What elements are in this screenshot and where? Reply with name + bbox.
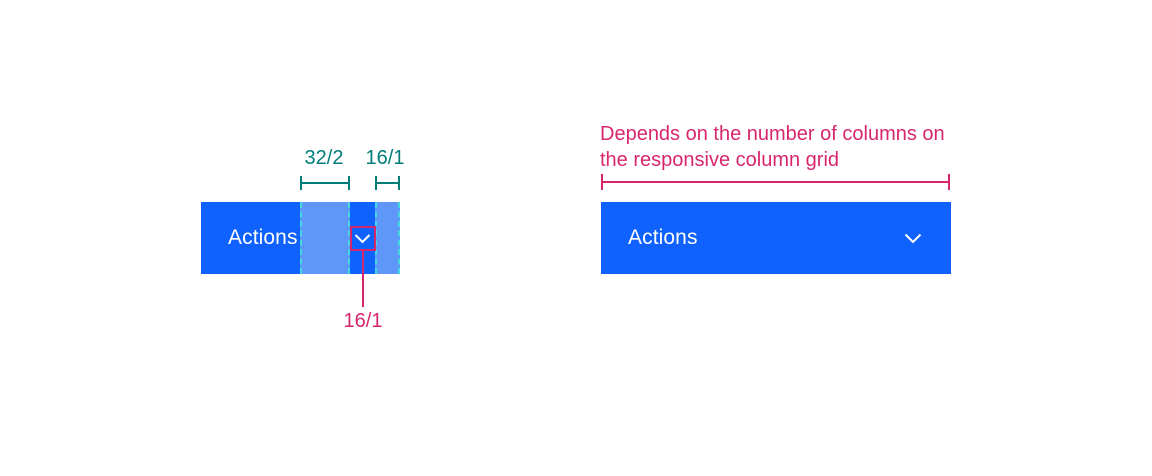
grid-width-caption: Depends on the number of columns on the … (600, 121, 945, 173)
grid-width-caption-line2: the responsive column grid (600, 149, 840, 171)
actions-button-label: Actions (228, 226, 298, 249)
padding-measurement-label: 32/2 (304, 147, 344, 169)
width-measurement-line (601, 174, 950, 190)
icon-size-highlight-box (350, 226, 376, 251)
spacing-overlay-32 (300, 202, 350, 274)
right-padding-measurement-label: 16/1 (365, 147, 405, 169)
actions-button-label: Actions (628, 226, 698, 249)
chevron-down-icon (354, 234, 371, 244)
chevron-down-icon (904, 233, 922, 244)
spacing-overlay-16 (375, 202, 400, 274)
right-padding-measurement-bracket (375, 176, 400, 190)
icon-size-label: 16/1 (343, 310, 383, 332)
actions-dropdown-button[interactable]: Actions (601, 202, 951, 274)
icon-size-callout-line (362, 251, 364, 307)
grid-width-caption-line1: Depends on the number of columns on (600, 123, 945, 145)
padding-measurement-bracket (300, 176, 350, 190)
